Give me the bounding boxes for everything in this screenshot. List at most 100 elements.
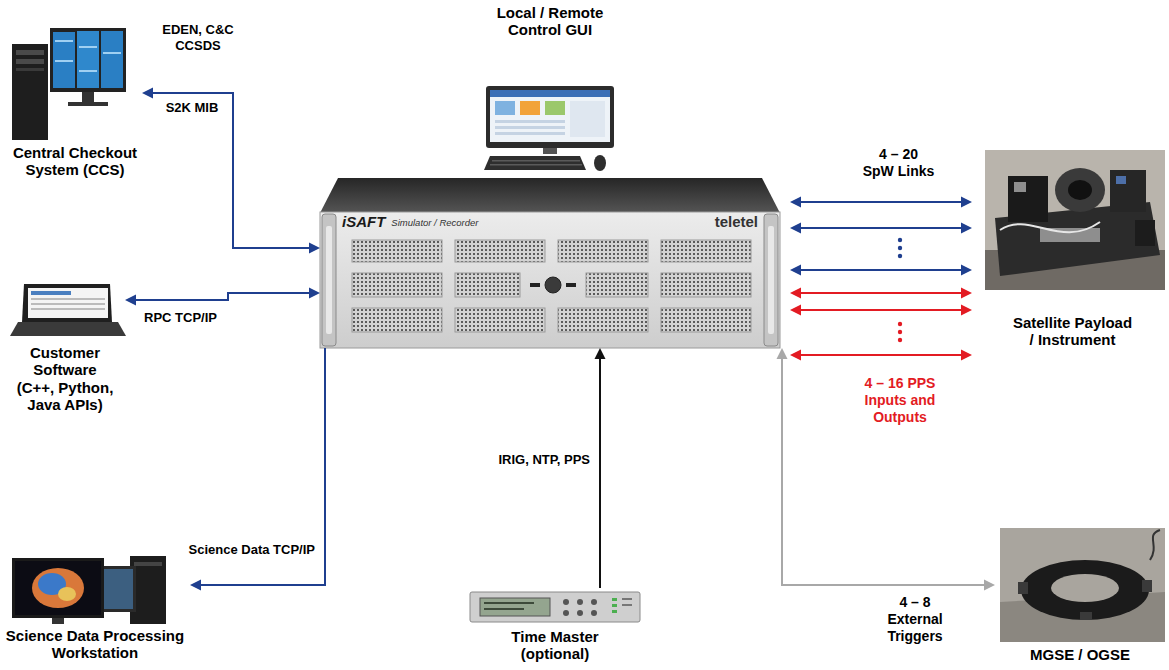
- node-caption: Time Master (optional): [505, 628, 605, 663]
- continuation-dots: [898, 246, 902, 250]
- arrow-head: [790, 350, 801, 361]
- time-master-device: [563, 610, 569, 616]
- simulator-recorder-unit: [455, 240, 545, 262]
- time-master-device: [577, 599, 583, 605]
- simulator-recorder-unit: [545, 277, 561, 293]
- connector-group: [790, 197, 972, 208]
- server-workstation-icon: [55, 60, 73, 62]
- arrow-head: [309, 243, 320, 254]
- arrow-head: [790, 223, 801, 234]
- server-workstation-icon: [101, 31, 123, 88]
- laptop-icon: [10, 284, 126, 336]
- monitor-keyboard-icon: [495, 126, 565, 129]
- continuation-dots: [898, 238, 902, 342]
- laptop-icon: [31, 303, 105, 305]
- connector-group: [790, 350, 972, 361]
- link-label: 4 – 8 External Triggers: [878, 594, 952, 644]
- payload-node: Satellite Payload / Instrument: [980, 150, 1165, 351]
- simulator-recorder-unit: [352, 308, 442, 332]
- monitor-keyboard-icon: [570, 101, 605, 137]
- connector: [798, 269, 964, 271]
- arrow-head: [961, 350, 972, 361]
- time-master-device: [612, 610, 617, 613]
- mgse-photo: [1150, 530, 1160, 560]
- server-workstation-icon: [55, 40, 73, 42]
- simulator-recorder-unit: [764, 214, 778, 346]
- time-master-device: [470, 592, 640, 622]
- arrow-head: [595, 348, 606, 359]
- payload-photo: [1000, 222, 1100, 232]
- simulator-recorder-unit: [320, 178, 780, 213]
- mgse-photo: [1018, 582, 1028, 594]
- mgse-node: MGSE / OGSE: [995, 528, 1165, 665]
- monitor-keyboard-icon: [492, 160, 580, 162]
- continuation-dots: [898, 322, 902, 326]
- node-caption: Customer Software (C++, Python, Java API…: [15, 344, 115, 413]
- payload-photo: [1008, 176, 1048, 222]
- server-workstation-icon: [79, 46, 97, 48]
- connector-group: [125, 288, 320, 306]
- simulator-recorder-unit: [322, 214, 336, 346]
- server-workstation-icon: [50, 28, 126, 92]
- arrow-head: [961, 305, 972, 316]
- connector-group: [777, 348, 996, 591]
- brand-name: iSAFT: [342, 213, 385, 230]
- monitor-keyboard-icon: [490, 90, 610, 97]
- payload-photo: [1055, 168, 1105, 212]
- server-workstation-icon: [77, 31, 99, 88]
- monitor-keyboard-icon: [543, 148, 557, 154]
- time-master-device: [577, 610, 583, 616]
- monitor-keyboard-icon: [490, 164, 582, 166]
- link-label: IRIG, NTP, PPS: [455, 452, 590, 468]
- checkout-system-node: Central Checkout System (CCS): [8, 18, 142, 181]
- continuation-dots: [898, 338, 902, 342]
- simulator-recorder-unit: [558, 240, 648, 262]
- simulator-recorder-unit: [530, 283, 540, 287]
- arrow-head: [961, 265, 972, 276]
- simulator-recorder-unit: [352, 240, 442, 262]
- connector-group: [790, 288, 972, 299]
- time-master-device: [480, 598, 550, 616]
- laptop-icon: [28, 288, 108, 318]
- connector: [150, 93, 312, 248]
- link-label: RPC TCP/IP: [133, 310, 228, 326]
- laptop-icon: [31, 291, 71, 295]
- continuation-dots: [898, 238, 902, 242]
- connector-group: [790, 305, 972, 316]
- node-caption: MGSE / OGSE: [1000, 646, 1160, 663]
- monitor-keyboard-icon: [495, 101, 515, 115]
- workstation-icon: [134, 562, 162, 566]
- workstation-icon: [99, 569, 133, 609]
- simulator-unit-node: iSAFTSimulator / Recorderteletel: [320, 178, 780, 348]
- arrow-head: [790, 197, 801, 208]
- server-workstation-icon: [53, 32, 75, 88]
- link-label: 4 – 20 SpW Links: [862, 146, 935, 180]
- arrow-head: [125, 295, 136, 306]
- simulator-recorder-unit: [558, 308, 648, 332]
- server-workstation-icon: [12, 44, 48, 140]
- mgse-photo: [1080, 612, 1092, 620]
- link-label: EDEN, C&C CCSDS: [158, 22, 238, 53]
- payload-photo: [1135, 220, 1155, 246]
- monitor-keyboard-icon: [520, 101, 540, 115]
- arrow-head: [190, 580, 201, 591]
- server-workstation-icon: [103, 52, 121, 54]
- payload-photo: [1068, 180, 1092, 200]
- mgse-photo: [1051, 574, 1119, 602]
- maker-logo: teletel: [715, 213, 758, 230]
- control-gui-node: Local / Remote Control GUI: [462, 4, 638, 173]
- simulator-recorder-unit: [566, 283, 576, 287]
- server-workstation-icon: [16, 68, 44, 71]
- connector-group: [142, 88, 320, 254]
- time-master-device: [484, 602, 534, 604]
- arrow-head: [961, 288, 972, 299]
- time-master-node: Time Master (optional): [455, 588, 655, 665]
- monitor-keyboard-icon: [495, 120, 565, 123]
- arrow-head: [777, 348, 788, 359]
- time-master-device: [484, 608, 524, 610]
- simulator-recorder-unit: [320, 212, 780, 348]
- link-label: 4 – 16 PPS Inputs and Outputs: [850, 375, 950, 425]
- time-master-device: [563, 599, 569, 605]
- connector-group: [595, 348, 606, 588]
